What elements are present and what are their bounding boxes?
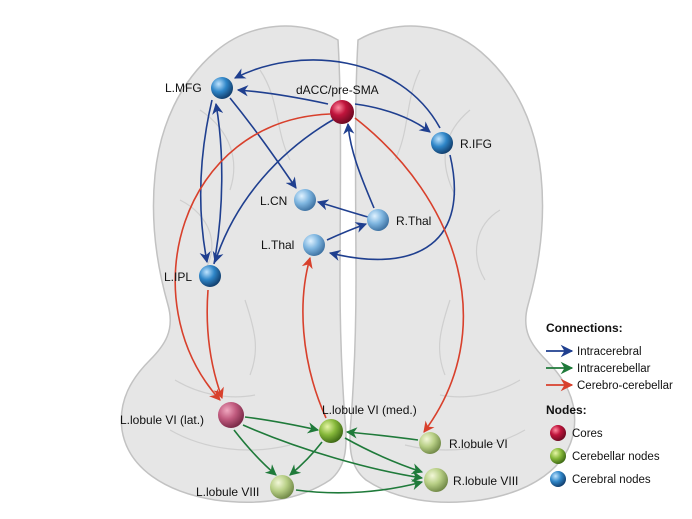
node-llob6lat-sphere [218, 402, 244, 428]
edge-lmfg-lipl [199, 99, 213, 264]
legend-label-cerebellar: Cerebellar nodes [572, 451, 660, 463]
node-dacc-sphere [330, 100, 354, 124]
legend-label-cerebral: Cerebral nodes [572, 474, 651, 486]
legend-connections-title: Connections: [546, 321, 623, 335]
node-lcn-sphere [294, 189, 316, 211]
node-rifg[interactable]: R.IFG [431, 132, 492, 154]
node-rlob6[interactable]: R.lobule VI [419, 432, 508, 454]
edge-dacc-llob6lat [174, 113, 331, 401]
node-lthal[interactable]: L.Thal [261, 234, 325, 256]
node-rlob8-label: R.lobule VIII [453, 474, 518, 488]
legend-label-cores: Cores [572, 428, 603, 440]
edge-dacc-lipl [212, 117, 337, 264]
node-llob6lat[interactable]: L.lobule VI (lat.) [120, 402, 244, 428]
edge-rlob6-llob6med [345, 427, 419, 441]
node-lthal-label: L.Thal [261, 238, 294, 252]
node-llob6lat-label: L.lobule VI (lat.) [120, 413, 204, 427]
legend-connection-cerebro-cerebellar: Cerebro-cerebellar [546, 378, 673, 392]
edge-llob6lat-rlob8 [242, 424, 424, 483]
edge-lipl-llob6lat [206, 289, 224, 400]
left-hemisphere [120, 25, 347, 503]
edge-rifg-lthal [328, 154, 456, 261]
legend: Connections: Intracerebral Intracerebell… [546, 321, 673, 487]
node-dacc[interactable]: dACC/pre-SMA [296, 83, 379, 124]
legend-nodes-title: Nodes: [546, 403, 587, 417]
node-llob6med-label: L.lobule VI (med.) [322, 403, 417, 417]
node-rthal[interactable]: R.Thal [367, 209, 431, 231]
node-rthal-sphere [367, 209, 389, 231]
legend-label-cerebro-cerebellar: Cerebro-cerebellar [577, 380, 673, 392]
legend-connection-intracerebellar: Intracerebellar [546, 361, 651, 375]
node-rlob6-sphere [419, 432, 441, 454]
node-llob8-label: L.lobule VIII [196, 485, 259, 499]
edge-llob6med-lthal [301, 256, 327, 419]
node-lcn[interactable]: L.CN [260, 189, 316, 211]
node-lmfg-label: L.MFG [165, 81, 202, 95]
node-rlob8-sphere [424, 468, 448, 492]
edge-lthal-rthal [326, 222, 368, 241]
edge-rthal-dacc [343, 122, 375, 209]
legend-node-cerebral: Cerebral nodes [550, 471, 651, 487]
node-lcn-label: L.CN [260, 194, 287, 208]
edge-rifg-lmfg [234, 59, 441, 129]
node-rlob8[interactable]: R.lobule VIII [424, 468, 518, 492]
node-llob8-sphere [270, 475, 294, 499]
nodes: L.MFG dACC/pre-SMA R.IFG L.CN R.Thal L.T… [120, 77, 518, 499]
edge-dacc-lmfg [236, 85, 329, 105]
legend-label-intracerebellar: Intracerebellar [577, 363, 651, 375]
legend-swatch-cerebellar [550, 448, 566, 464]
node-lmfg-sphere [211, 77, 233, 99]
node-lipl-label: L.IPL [164, 270, 192, 284]
node-rifg-label: R.IFG [460, 137, 492, 151]
node-lipl-sphere [199, 265, 221, 287]
legend-connection-intracerebral: Intracerebral [546, 344, 642, 358]
edge-dacc-rifg [354, 103, 431, 133]
edge-llob6med-llob8 [289, 441, 323, 476]
node-llob6med[interactable]: L.lobule VI (med.) [319, 403, 417, 443]
node-rthal-label: R.Thal [396, 214, 431, 228]
node-rifg-sphere [431, 132, 453, 154]
node-lmfg[interactable]: L.MFG [165, 77, 233, 99]
edge-llob8-rlob8 [295, 479, 424, 494]
legend-label-intracerebral: Intracerebral [577, 346, 642, 358]
edge-llob6med-rlob8 [344, 437, 424, 475]
edge-lmfg-lcn [229, 97, 297, 189]
node-rlob6-label: R.lobule VI [449, 437, 508, 451]
node-llob8[interactable]: L.lobule VIII [196, 475, 294, 499]
legend-swatch-cerebral [550, 471, 566, 487]
node-lipl[interactable]: L.IPL [164, 265, 221, 287]
right-hemisphere [349, 25, 576, 503]
legend-swatch-cores [550, 425, 566, 441]
edges [174, 59, 465, 494]
node-llob6med-sphere [319, 419, 343, 443]
edge-llob6lat-llob6med [244, 416, 320, 434]
node-lthal-sphere [303, 234, 325, 256]
edge-dacc-rlob6 [354, 117, 465, 433]
legend-node-cores: Cores [550, 425, 603, 441]
edge-llob6lat-llob8 [233, 429, 277, 476]
edge-rthal-lcn [316, 199, 369, 218]
brain-silhouette [120, 25, 576, 503]
edge-lipl-lmfg [212, 102, 224, 265]
legend-node-cerebellar: Cerebellar nodes [550, 448, 660, 464]
node-dacc-label: dACC/pre-SMA [296, 83, 379, 97]
